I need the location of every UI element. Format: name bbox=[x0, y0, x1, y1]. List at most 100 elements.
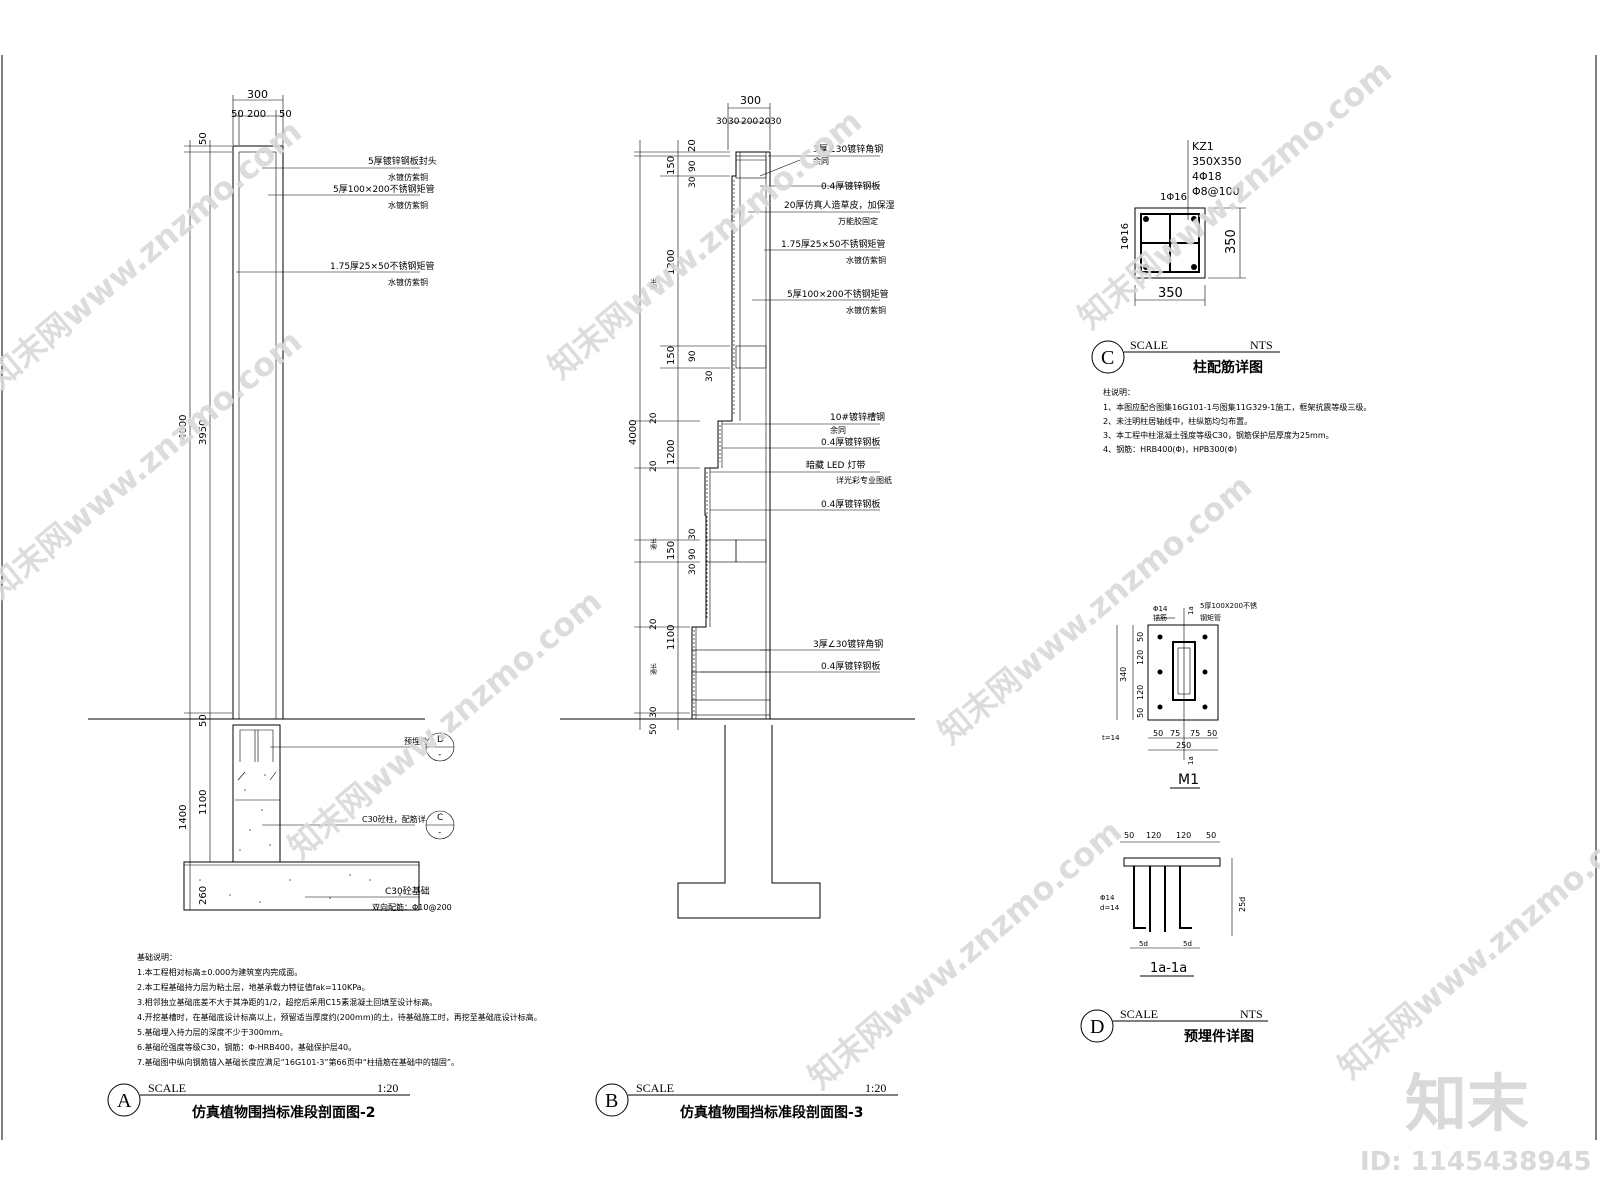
svg-text:20: 20 bbox=[687, 139, 698, 152]
svg-text:1.75厚25×50不锈钢矩管: 1.75厚25×50不锈钢矩管 bbox=[781, 238, 886, 250]
svg-text:-: - bbox=[438, 828, 441, 838]
svg-text:20厚仿真人造草皮，加保湿: 20厚仿真人造草皮，加保湿 bbox=[784, 199, 894, 211]
a-note: 3.相邻独立基础底差不大于其净距的1/2，超挖后采用C15素混凝土回填至设计标高… bbox=[137, 997, 437, 1007]
a-scale: 1:20 bbox=[377, 1081, 398, 1095]
svg-text:余同: 余同 bbox=[830, 425, 846, 435]
drawing-id: ID: 1145438945 bbox=[1360, 1147, 1592, 1177]
svg-text:150: 150 bbox=[666, 156, 677, 175]
svg-text:90: 90 bbox=[688, 350, 698, 362]
svg-text:150: 150 bbox=[666, 541, 677, 560]
a-note: 5.基础埋入持力层的深度不少于300mm。 bbox=[137, 1027, 288, 1037]
svg-text:30: 30 bbox=[728, 117, 740, 127]
a-note: 7.基础图中纵向钢筋锚入基础长度应满足“16G101-3”第66页中“柱插筋在基… bbox=[137, 1057, 459, 1067]
a-note: 6.基础砼强度等级C30，钢筋：Φ-HRB400，基础保护层40。 bbox=[137, 1042, 356, 1052]
svg-text:150: 150 bbox=[666, 346, 677, 365]
svg-text:万能胶固定: 万能胶固定 bbox=[838, 216, 878, 226]
svg-text:0.4厚镀锌钢板: 0.4厚镀锌钢板 bbox=[821, 660, 880, 672]
a-title: 仿真植物围挡标准段剖面图-2 bbox=[192, 1104, 376, 1121]
svg-text:1、本图应配合图集16G101-1与图集11G329-1施工: 1、本图应配合图集16G101-1与图集11G329-1施工，框架抗震等级三级。 bbox=[1103, 402, 1371, 412]
c-column-section bbox=[1134, 207, 1206, 279]
watermark-text: 知末网www.znzmo.com bbox=[0, 322, 309, 606]
svg-text:-: - bbox=[438, 750, 441, 760]
c-title-letter: C bbox=[1101, 347, 1114, 369]
c-title: 柱配筋详图 bbox=[1193, 359, 1263, 376]
svg-text:1200: 1200 bbox=[666, 250, 677, 275]
svg-text:75: 75 bbox=[1190, 729, 1200, 738]
a-label-footing: C30砼基础 bbox=[385, 885, 430, 897]
svg-text:30: 30 bbox=[688, 176, 698, 188]
svg-text:30: 30 bbox=[770, 117, 782, 127]
svg-text:20: 20 bbox=[649, 412, 659, 424]
svg-text:Φ14: Φ14 bbox=[1100, 894, 1115, 902]
svg-text:120: 120 bbox=[1176, 831, 1191, 840]
svg-text:90: 90 bbox=[688, 548, 698, 560]
d-title-letter: D bbox=[1090, 1016, 1104, 1038]
svg-text:t=14: t=14 bbox=[1102, 734, 1120, 742]
a-label-column: C30砼柱，配筋详 bbox=[362, 814, 426, 824]
svg-text:0.4厚镀锌钢板: 0.4厚镀锌钢板 bbox=[821, 436, 880, 448]
svg-text:0.4厚镀锌钢板: 0.4厚镀锌钢板 bbox=[821, 180, 880, 192]
a-side-dim-1400: 1400 bbox=[178, 805, 189, 830]
svg-text:200: 200 bbox=[741, 117, 758, 127]
svg-text:50: 50 bbox=[1136, 632, 1145, 642]
watermark-text: 知末网www.znzmo.com bbox=[801, 812, 1129, 1096]
svg-text:30: 30 bbox=[688, 563, 698, 575]
a-side-dim-260: 260 bbox=[198, 886, 209, 905]
svg-text:d=14: d=14 bbox=[1100, 904, 1120, 912]
a-notes-title: 基础说明： bbox=[137, 952, 177, 962]
b-top-dim-300: 300 bbox=[740, 94, 761, 107]
a-label-embed: 预埋件 bbox=[404, 736, 428, 746]
watermark-text: 知末网www.znzmo.com bbox=[1331, 802, 1600, 1086]
a-side-dim-50: 50 bbox=[198, 132, 209, 145]
d-aa-label: 1a-1a bbox=[1150, 961, 1187, 976]
svg-text:20: 20 bbox=[649, 618, 659, 630]
b-side-dim-4000: 4000 bbox=[628, 420, 639, 445]
svg-text:SCALE: SCALE bbox=[1130, 338, 1168, 352]
b-title: 仿真植物围挡标准段剖面图-3 bbox=[680, 1104, 864, 1121]
svg-text:90: 90 bbox=[688, 160, 698, 172]
section-d: Φ14 锚筋 5厚100X200不锈 钢矩管 1a 1a 50 120 120 … bbox=[1080, 601, 1268, 1045]
svg-text:1a: 1a bbox=[1187, 606, 1195, 615]
a-side-dim-50b: 50 bbox=[198, 714, 209, 727]
svg-text:30: 30 bbox=[649, 706, 659, 718]
svg-text:1100: 1100 bbox=[666, 625, 677, 650]
svg-text:1Φ16: 1Φ16 bbox=[1120, 223, 1131, 250]
svg-text:5厚100X200不锈: 5厚100X200不锈 bbox=[1200, 601, 1257, 610]
a-scale-label: SCALE bbox=[148, 1081, 186, 1095]
a-label-1: 5厚镀锌钢板封头 bbox=[368, 155, 437, 167]
a-top-dim-50r: 50 bbox=[279, 109, 292, 120]
svg-text:5d: 5d bbox=[1139, 940, 1148, 948]
svg-text:120: 120 bbox=[1136, 685, 1145, 700]
a-top-dim-300: 300 bbox=[247, 88, 268, 101]
a-post-outer bbox=[232, 145, 284, 720]
svg-text:5厚100×200不锈钢矩管: 5厚100×200不锈钢矩管 bbox=[787, 288, 889, 300]
a-top-dim-50l: 50 bbox=[231, 109, 244, 120]
svg-text:钢矩管: 钢矩管 bbox=[1200, 613, 1221, 622]
a-label-4: 水镀仿紫铜 bbox=[388, 200, 428, 210]
a-label-5: 1.75厚25×50不锈钢矩管 bbox=[330, 260, 435, 272]
a-footing bbox=[183, 861, 420, 911]
b-title-letter: B bbox=[605, 1090, 618, 1112]
a-side-dim-4000: 4000 bbox=[178, 415, 189, 440]
svg-text:NTS: NTS bbox=[1240, 1007, 1263, 1021]
brand-logo: 知末 bbox=[1405, 1067, 1529, 1140]
svg-text:50: 50 bbox=[1207, 729, 1217, 738]
svg-text:KZ1: KZ1 bbox=[1192, 140, 1214, 153]
a-note: 1.本工程相对标高±0.000为建筑室内完成面。 bbox=[137, 967, 302, 977]
b-title-circle bbox=[595, 1083, 629, 1117]
svg-text:1a: 1a bbox=[1187, 756, 1195, 765]
svg-text:50: 50 bbox=[1206, 831, 1216, 840]
d-m1-label: M1 bbox=[1178, 772, 1199, 788]
svg-text:4、钢筋：HRB400(Φ)，HPB300(Φ): 4、钢筋：HRB400(Φ)，HPB300(Φ) bbox=[1103, 444, 1237, 454]
a-callout-d-letter: D bbox=[437, 735, 444, 745]
svg-text:50: 50 bbox=[1124, 831, 1134, 840]
svg-text:详光彩专业图纸: 详光彩专业图纸 bbox=[836, 475, 892, 485]
svg-text:25d: 25d bbox=[1238, 897, 1247, 912]
watermark-text: 知末网www.znzmo.com bbox=[1071, 52, 1399, 336]
a-side-dim-1100: 1100 bbox=[198, 790, 209, 815]
watermark-text: 知末网www.znzmo.com bbox=[281, 582, 609, 866]
a-title-circle bbox=[107, 1083, 141, 1117]
svg-text:水镀仿紫铜: 水镀仿紫铜 bbox=[846, 255, 886, 265]
svg-text:50: 50 bbox=[1153, 729, 1163, 738]
